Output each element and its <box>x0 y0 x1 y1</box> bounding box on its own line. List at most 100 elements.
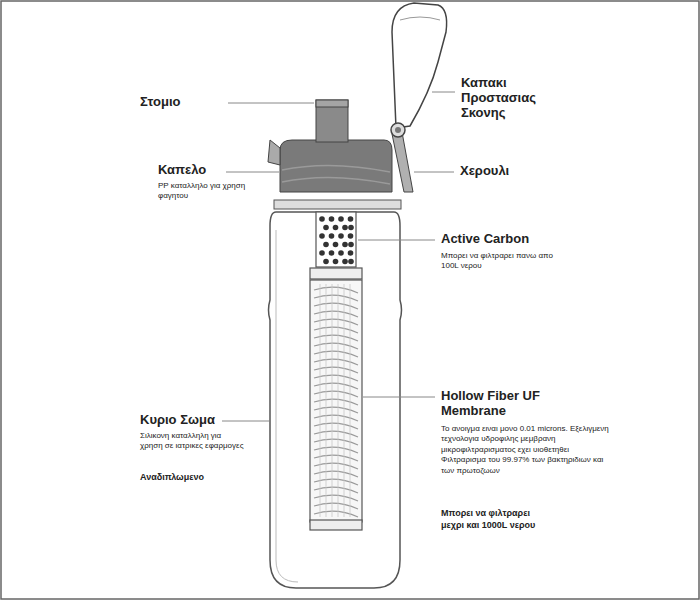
carbon-granule <box>323 259 329 265</box>
fiber-coil <box>314 479 358 485</box>
fiber-strand <box>344 284 345 517</box>
carbon-granule <box>348 216 354 222</box>
hollow-fibers <box>314 284 358 517</box>
carbon-granule <box>348 233 354 239</box>
fiber-strand <box>332 284 333 517</box>
part-name: Καπακι Προστασιας Σκονης <box>461 76 553 121</box>
carbon-granule <box>348 225 354 231</box>
leader-line <box>363 397 435 398</box>
fiber-coil <box>314 287 358 293</box>
carbon-granule <box>342 225 348 231</box>
carbon-granule <box>319 216 325 222</box>
cap <box>280 140 392 192</box>
carbon-granule <box>329 250 335 256</box>
fiber-strand <box>320 284 321 517</box>
carbon-granule <box>323 225 329 231</box>
fiber-coil <box>314 383 358 389</box>
fiber-coil <box>314 407 358 413</box>
carbon-filter <box>316 212 356 267</box>
body-highlight <box>276 230 298 582</box>
fiber-coil <box>314 503 358 509</box>
fiber-coil <box>314 439 358 445</box>
fiber-coil <box>314 487 358 493</box>
part-name: Χερουλι <box>460 164 550 179</box>
bottle-body <box>269 212 402 588</box>
part-note: Σιλικονη καταλληλη για χρηση σε ιατρικες… <box>140 431 245 452</box>
part-name: Καπελο <box>158 163 228 178</box>
fiber-coil <box>314 327 358 333</box>
leader-line <box>432 92 455 93</box>
cap-clip <box>268 140 280 165</box>
filter-coupling <box>310 268 362 279</box>
fiber-strand <box>326 284 327 517</box>
part-name: Active Carbon <box>441 232 571 247</box>
capacity-note: Μπορει να φιλτραρει μεχρι και 1000L νερο… <box>441 508 539 531</box>
carbon-granule <box>342 242 348 248</box>
carbon-granule <box>348 242 354 248</box>
fiber-coil <box>314 367 358 373</box>
part-name: Κυριο Σωμα <box>140 413 220 428</box>
part-note: Το ανοιγμα ειναι μονο 0.01 microns. Εξελ… <box>441 424 613 476</box>
leader-line <box>228 103 314 104</box>
membrane-end-cap <box>310 520 362 530</box>
part-name: Στομιο <box>140 95 225 110</box>
fiber-coil <box>314 455 358 461</box>
fiber-coil <box>314 295 358 301</box>
fiber-coil <box>314 359 358 365</box>
carbon-granule <box>333 225 339 231</box>
carbon-granule <box>329 216 335 222</box>
carbon-granule <box>338 250 344 256</box>
fiber-coil <box>314 311 358 317</box>
carbon-granule <box>333 259 339 265</box>
fiber-coil <box>314 391 358 397</box>
fiber-coil <box>314 463 358 469</box>
hinge <box>391 123 405 137</box>
spout <box>316 100 348 142</box>
fiber-strand <box>350 284 351 517</box>
handle <box>392 132 413 192</box>
carbon-granules <box>319 216 354 264</box>
fiber-coil <box>314 343 358 349</box>
fiber-coil <box>314 495 358 501</box>
hinge-pin <box>395 127 401 133</box>
neck-ring <box>274 200 401 209</box>
carbon-granule <box>319 250 325 256</box>
leader-lines <box>222 92 455 421</box>
fiber-coil <box>314 303 358 309</box>
leader-line <box>358 240 435 241</box>
carbon-granule <box>333 242 339 248</box>
fiber-coil <box>314 471 358 477</box>
fiber-coil <box>314 423 358 429</box>
part-note: PP καταλληλο για χρηση φαγητου <box>158 181 262 202</box>
dust-cap <box>392 3 447 128</box>
carbon-granule <box>348 259 354 265</box>
fiber-coil <box>314 511 358 517</box>
cap-grip <box>282 165 390 184</box>
leader-line <box>414 172 454 173</box>
carbon-granule <box>329 233 335 239</box>
fiber-coil <box>314 319 358 325</box>
part-name: Hollow Fiber UF Membrane <box>441 389 573 419</box>
fiber-coil <box>314 431 358 437</box>
fiber-coil <box>314 351 358 357</box>
fiber-strand <box>338 284 339 517</box>
membrane-tube <box>310 280 362 522</box>
leader-line <box>226 172 279 173</box>
carbon-granule <box>338 216 344 222</box>
leader-line <box>222 421 269 422</box>
fiber-coil <box>314 415 358 421</box>
carbon-granule <box>319 233 325 239</box>
part-note: Μπορει να φιλτραρει πανω απο 100L νερου <box>441 251 559 272</box>
fiber-coil <box>314 375 358 381</box>
carbon-granule <box>348 250 354 256</box>
fiber-coil <box>314 447 358 453</box>
spout-top <box>316 100 348 107</box>
fiber-coil <box>314 335 358 341</box>
carbon-granule <box>338 233 344 239</box>
carbon-granule <box>342 259 348 265</box>
carbon-granule <box>323 242 329 248</box>
